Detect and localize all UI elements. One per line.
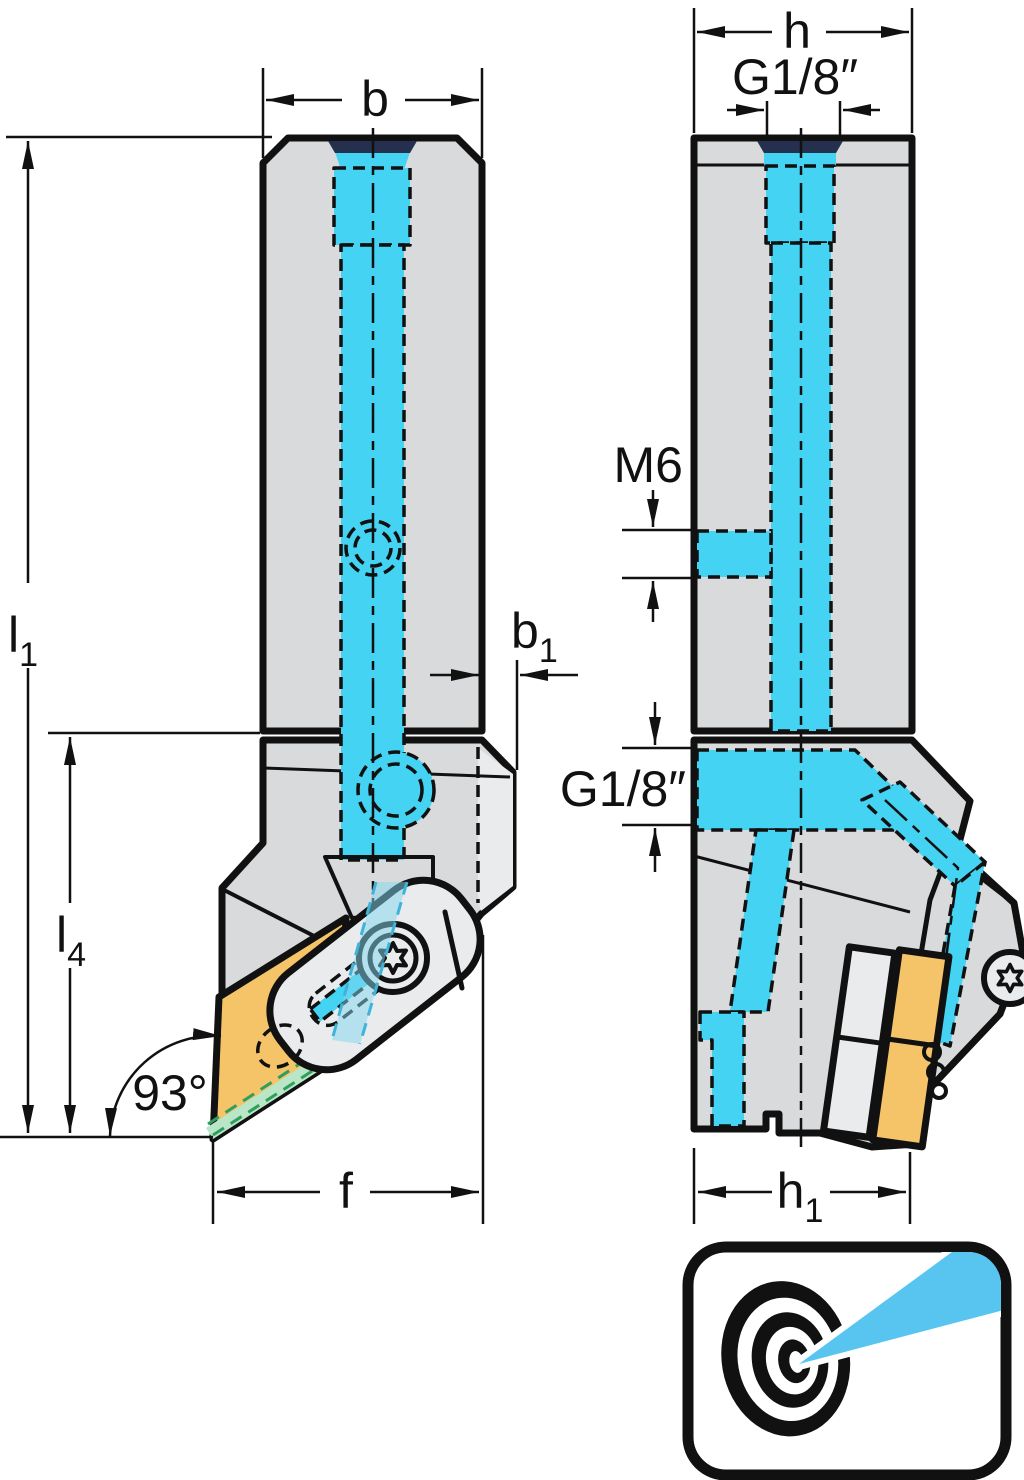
front-head-chamfer-face: [478, 748, 513, 911]
cartridge-divider: [834, 1034, 885, 1046]
clamp-tip-port: [256, 1023, 304, 1069]
dim-label-g18-side: G1/8″: [560, 761, 686, 817]
side-diagonal-channel: [728, 828, 796, 1014]
stream-edge-2: [358, 881, 409, 1045]
green-dashed-edge-2: [207, 1042, 331, 1126]
dim-label-g18-top: G1/8″: [732, 49, 858, 105]
dim-label-l1: l1: [8, 607, 38, 674]
front-dimensions: b l1 l4 b1 93° f: [0, 68, 578, 1224]
side-nose-centerline: [884, 799, 960, 1043]
front-pocket-edge: [222, 888, 320, 940]
coolant-nozzles: [922, 1042, 948, 1100]
nozzle-2: [926, 1062, 946, 1082]
side-m6-port: [695, 529, 773, 579]
front-view: [206, 128, 517, 1143]
coolant-stream-overlay: [332, 882, 407, 1044]
side-l-channel: [698, 1010, 746, 1128]
side-view: [690, 128, 1024, 1151]
angle-arc: [105, 1028, 222, 1137]
dim-label-l4: l4: [56, 907, 86, 974]
side-nose-face: [902, 849, 1024, 1091]
clamp-divider: [442, 909, 465, 991]
front-insert-coolant-band: [206, 1047, 339, 1139]
dim-label-angle: 93°: [132, 1065, 208, 1121]
side-g18-pocket: [695, 748, 910, 832]
side-cartridge-group: [819, 943, 953, 1151]
side-funnel-wedge: [764, 153, 836, 167]
dim-label-f: f: [339, 1163, 353, 1219]
nozzle-1: [922, 1042, 942, 1062]
nozzle-3: [930, 1082, 948, 1100]
green-dashed-edge-1: [212, 1053, 338, 1137]
dim-label-m6: M6: [614, 437, 683, 493]
coolant-funnel-wedge: [335, 152, 410, 170]
side-insert: [869, 946, 953, 1151]
dim-label-h: h: [783, 3, 811, 59]
precision-coolant-target-icon: [682, 1241, 1012, 1480]
dim-label-b: b: [361, 71, 389, 127]
dim-label-b1: b1: [511, 603, 558, 670]
clamp-slot: [307, 935, 414, 1028]
coolant-beam: [799, 1252, 1001, 1364]
side-dimensions: h G1/8″ M6 G1/8″ h1: [560, 3, 914, 1230]
front-cross-hole-inner: [368, 762, 424, 818]
dim-label-h1: h1: [777, 1163, 824, 1230]
stream-edge-1: [330, 881, 378, 1041]
coolant-beam-outline: [793, 1252, 1001, 1370]
